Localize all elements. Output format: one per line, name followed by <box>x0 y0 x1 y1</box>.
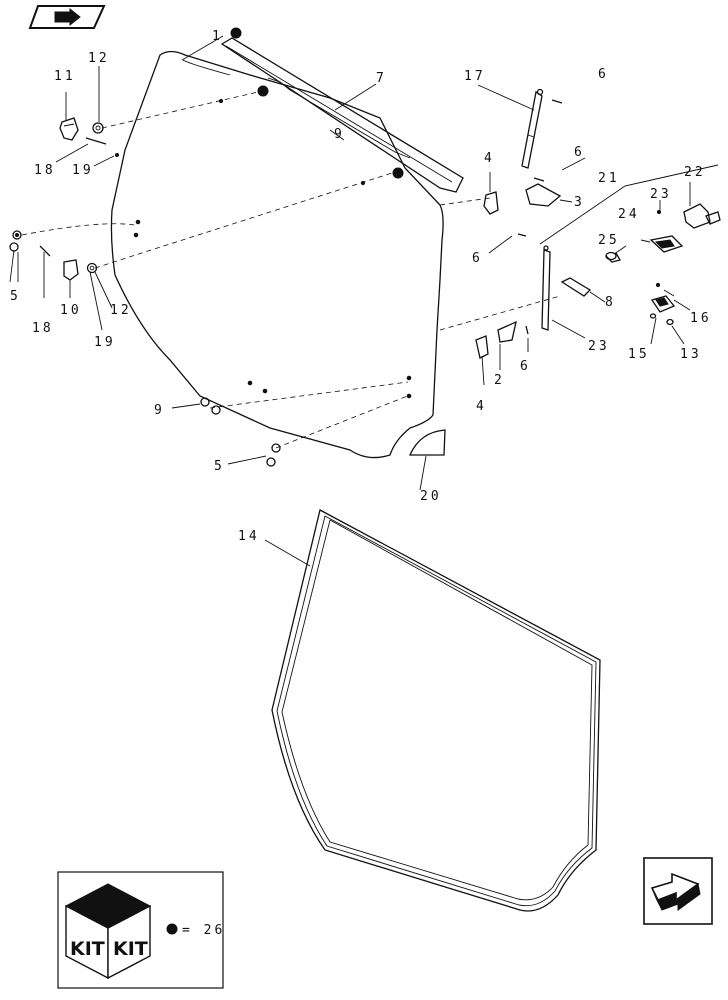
callout-12-left: 12 <box>110 303 132 318</box>
callout-14: 14 <box>238 529 260 544</box>
screw-16 <box>655 282 661 288</box>
callout-18-top: 18 <box>34 163 56 178</box>
callout-8: 8 <box>605 295 616 310</box>
screw-19-top <box>115 153 119 157</box>
callout-23-right: 23 <box>650 187 672 202</box>
pin-6-left <box>517 233 527 237</box>
pin-18-left <box>39 245 51 257</box>
callout-12-top: 12 <box>88 51 110 66</box>
kit-word-left: KIT <box>70 938 105 960</box>
kit-box-icon: KIT KIT <box>64 883 152 980</box>
callout-4-low: 4 <box>476 399 487 414</box>
kit-equals-label: = 26 <box>182 923 225 938</box>
callout-10: 10 <box>60 303 82 318</box>
screw-16b <box>663 289 675 297</box>
back-arrow-icon[interactable] <box>28 5 106 29</box>
gas-strut-17 <box>521 88 544 169</box>
callout-19-left: 19 <box>94 335 116 350</box>
callout-16: 16 <box>690 311 712 326</box>
callout-7: 7 <box>376 71 387 86</box>
corner-trim-20 <box>409 429 446 456</box>
nut-5-bottom <box>266 443 281 467</box>
bracket-4-top <box>483 191 499 215</box>
hinge-bracket-3 <box>525 183 562 207</box>
forward-arrow-icon[interactable] <box>643 857 713 925</box>
callout-9-bottom: 9 <box>154 403 165 418</box>
callout-17: 17 <box>464 69 486 84</box>
kit-group-21-bracket <box>539 164 719 245</box>
kit-legend: KIT KIT = 26 <box>57 871 225 989</box>
top-seal-strip <box>220 37 464 193</box>
washer-12-left <box>86 262 98 274</box>
assembly-dashed-lines <box>21 91 561 449</box>
clip-11 <box>59 117 79 141</box>
callout-24: 24 <box>618 207 640 222</box>
cylinder-25 <box>605 251 621 263</box>
callout-1: 1 <box>212 29 223 44</box>
callout-13: 13 <box>680 347 702 362</box>
washer-13 <box>666 318 674 326</box>
door-handle-22 <box>683 203 721 229</box>
washer-12-top <box>92 122 104 134</box>
pin-6-mid <box>533 177 545 182</box>
callout-labels: 1 7 9 11 12 18 19 17 6 6 4 3 21 22 23 24… <box>10 29 712 544</box>
callout-3: 3 <box>574 195 585 210</box>
screw-23-right <box>656 209 662 215</box>
leader-lines <box>9 35 691 567</box>
pin-6-low <box>525 325 529 335</box>
callout-25: 25 <box>598 233 620 248</box>
callout-6-left: 6 <box>472 251 483 266</box>
callout-20: 20 <box>420 489 442 504</box>
kit-dot-marker <box>230 27 242 39</box>
gas-strut-23 <box>541 245 551 331</box>
callout-6-mid: 6 <box>574 145 585 160</box>
callout-5-left: 5 <box>10 289 21 304</box>
callout-22: 22 <box>684 165 706 180</box>
windshield-glass <box>110 50 444 459</box>
seal-gasket-14 <box>271 509 601 912</box>
pin-18-top <box>85 137 107 145</box>
lock-24 <box>649 235 684 253</box>
kit-dot-legend <box>166 923 178 935</box>
callout-19-top: 19 <box>72 163 94 178</box>
callout-4-top: 4 <box>484 151 495 166</box>
plate-8 <box>560 277 592 297</box>
callout-15: 15 <box>628 347 650 362</box>
callout-9-top: 9 <box>334 127 345 142</box>
callout-11: 11 <box>54 69 76 84</box>
callout-6-top: 6 <box>598 67 609 82</box>
pin-6-top <box>551 99 563 104</box>
glass-mount-holes <box>133 98 412 399</box>
bracket-2 <box>497 320 517 343</box>
washer-15b <box>649 313 657 319</box>
kit-dot-marker <box>392 167 404 179</box>
callout-21: 21 <box>598 171 620 186</box>
nut-5-left <box>9 230 22 252</box>
callout-2: 2 <box>494 373 505 388</box>
callout-18-left: 18 <box>32 321 54 336</box>
callout-5-bottom: 5 <box>214 459 225 474</box>
latch-15 <box>650 295 676 313</box>
clip-10 <box>63 259 79 281</box>
callout-6-low: 6 <box>520 359 531 374</box>
kit-dot-marker <box>257 85 269 97</box>
nut-9-bottom <box>200 397 221 415</box>
callout-23-low: 23 <box>588 339 610 354</box>
kit-word-right: KIT <box>113 938 148 960</box>
bracket-4-lower <box>475 335 489 359</box>
